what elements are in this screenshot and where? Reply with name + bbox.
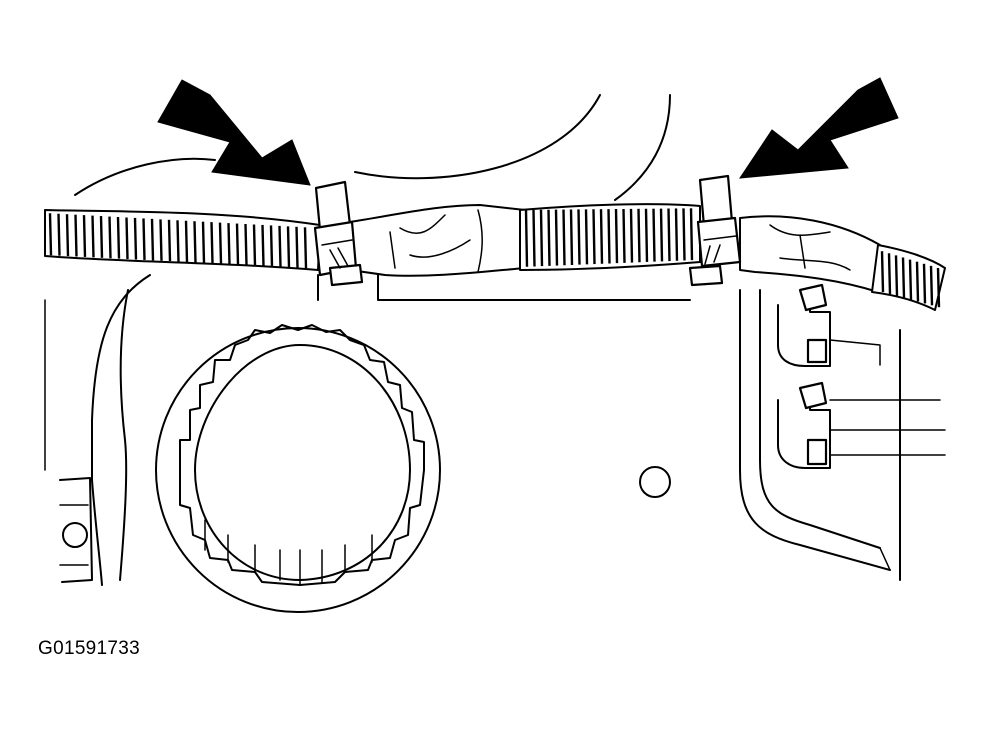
conduit-rib — [227, 223, 231, 265]
conduit-rib — [901, 257, 906, 298]
conduit-rib — [108, 216, 112, 259]
conduit-rib — [674, 208, 679, 261]
conduit-rib — [65, 214, 70, 257]
toothed-ring — [155, 324, 441, 613]
figure-id-label: G01591733 — [38, 638, 141, 659]
conduit-rib — [159, 219, 163, 261]
conduit-rib — [659, 208, 664, 262]
conduit-rib — [577, 209, 581, 265]
housing-outline — [44, 94, 946, 586]
conduit-rib — [48, 213, 53, 256]
conduit-rib — [915, 261, 920, 302]
conduit-rib — [689, 208, 694, 261]
conduit-rib — [652, 208, 656, 262]
conduit-rib — [176, 220, 180, 262]
conduit-rib — [235, 223, 240, 265]
conduit-rib — [167, 219, 172, 262]
conduit-rib — [74, 214, 78, 257]
conduit-rib — [592, 209, 596, 265]
conduit-rib — [532, 209, 536, 267]
conduit-rib — [547, 209, 551, 266]
conduit-rib — [599, 209, 604, 264]
conduit-rib — [629, 208, 634, 263]
conduit-rib — [922, 263, 927, 304]
conduit-rib — [644, 208, 649, 262]
harness-tape-middle — [349, 204, 526, 277]
arrow-icon — [157, 79, 311, 186]
conduit-rib — [125, 217, 129, 260]
conduit-rib — [887, 253, 892, 294]
conduit-rib — [184, 220, 189, 263]
conduit-rib — [278, 225, 282, 267]
conduit-rib — [524, 209, 529, 267]
right-harness-clip — [688, 174, 742, 287]
conduit-rib — [133, 217, 138, 260]
conduit-rib — [286, 226, 291, 268]
conduit-rib — [295, 226, 299, 268]
conduit-rib — [150, 218, 155, 261]
connector-bracket-lower — [777, 381, 831, 469]
conduit-rib — [201, 221, 206, 263]
conduit-rib — [57, 213, 61, 256]
conduit-rib — [637, 208, 641, 263]
harness-conduit-right — [871, 244, 946, 311]
conduit-rib — [554, 209, 559, 266]
arrow-icon — [739, 77, 899, 179]
conduit-rib — [91, 215, 95, 258]
conduit-rib — [252, 224, 257, 266]
conduit-rib — [218, 222, 223, 264]
left-harness-clip — [313, 180, 364, 287]
conduit-rib — [142, 218, 146, 260]
conduit-rib — [614, 209, 619, 264]
conduit-rib — [682, 208, 686, 261]
conduit-rib — [584, 209, 589, 265]
conduit-rib — [929, 265, 934, 306]
connector-bracket-upper — [777, 283, 831, 367]
conduit-rib — [99, 216, 104, 258]
conduit-rib — [269, 225, 274, 267]
conduit-rib — [244, 223, 248, 266]
conduit-rib — [116, 216, 121, 259]
harness-conduit-left — [44, 209, 321, 271]
conduit-rib — [936, 267, 941, 308]
conduit-rib — [562, 209, 566, 266]
conduit-rib — [880, 251, 885, 293]
conduit-rib — [607, 209, 611, 264]
conduit-rib — [569, 209, 574, 265]
harness-tape-right — [739, 215, 881, 293]
conduit-rib — [539, 209, 544, 267]
conduit-rib — [908, 259, 913, 300]
conduit-rib — [82, 215, 87, 257]
conduit-rib — [193, 221, 197, 263]
conduit-rib — [667, 208, 671, 262]
conduit-rib — [210, 222, 214, 264]
harness-conduit-center — [519, 203, 701, 271]
conduit-rib — [303, 227, 308, 269]
conduit-rib — [894, 255, 899, 296]
conduit-rib — [622, 208, 626, 263]
conduit-rib — [261, 224, 265, 266]
